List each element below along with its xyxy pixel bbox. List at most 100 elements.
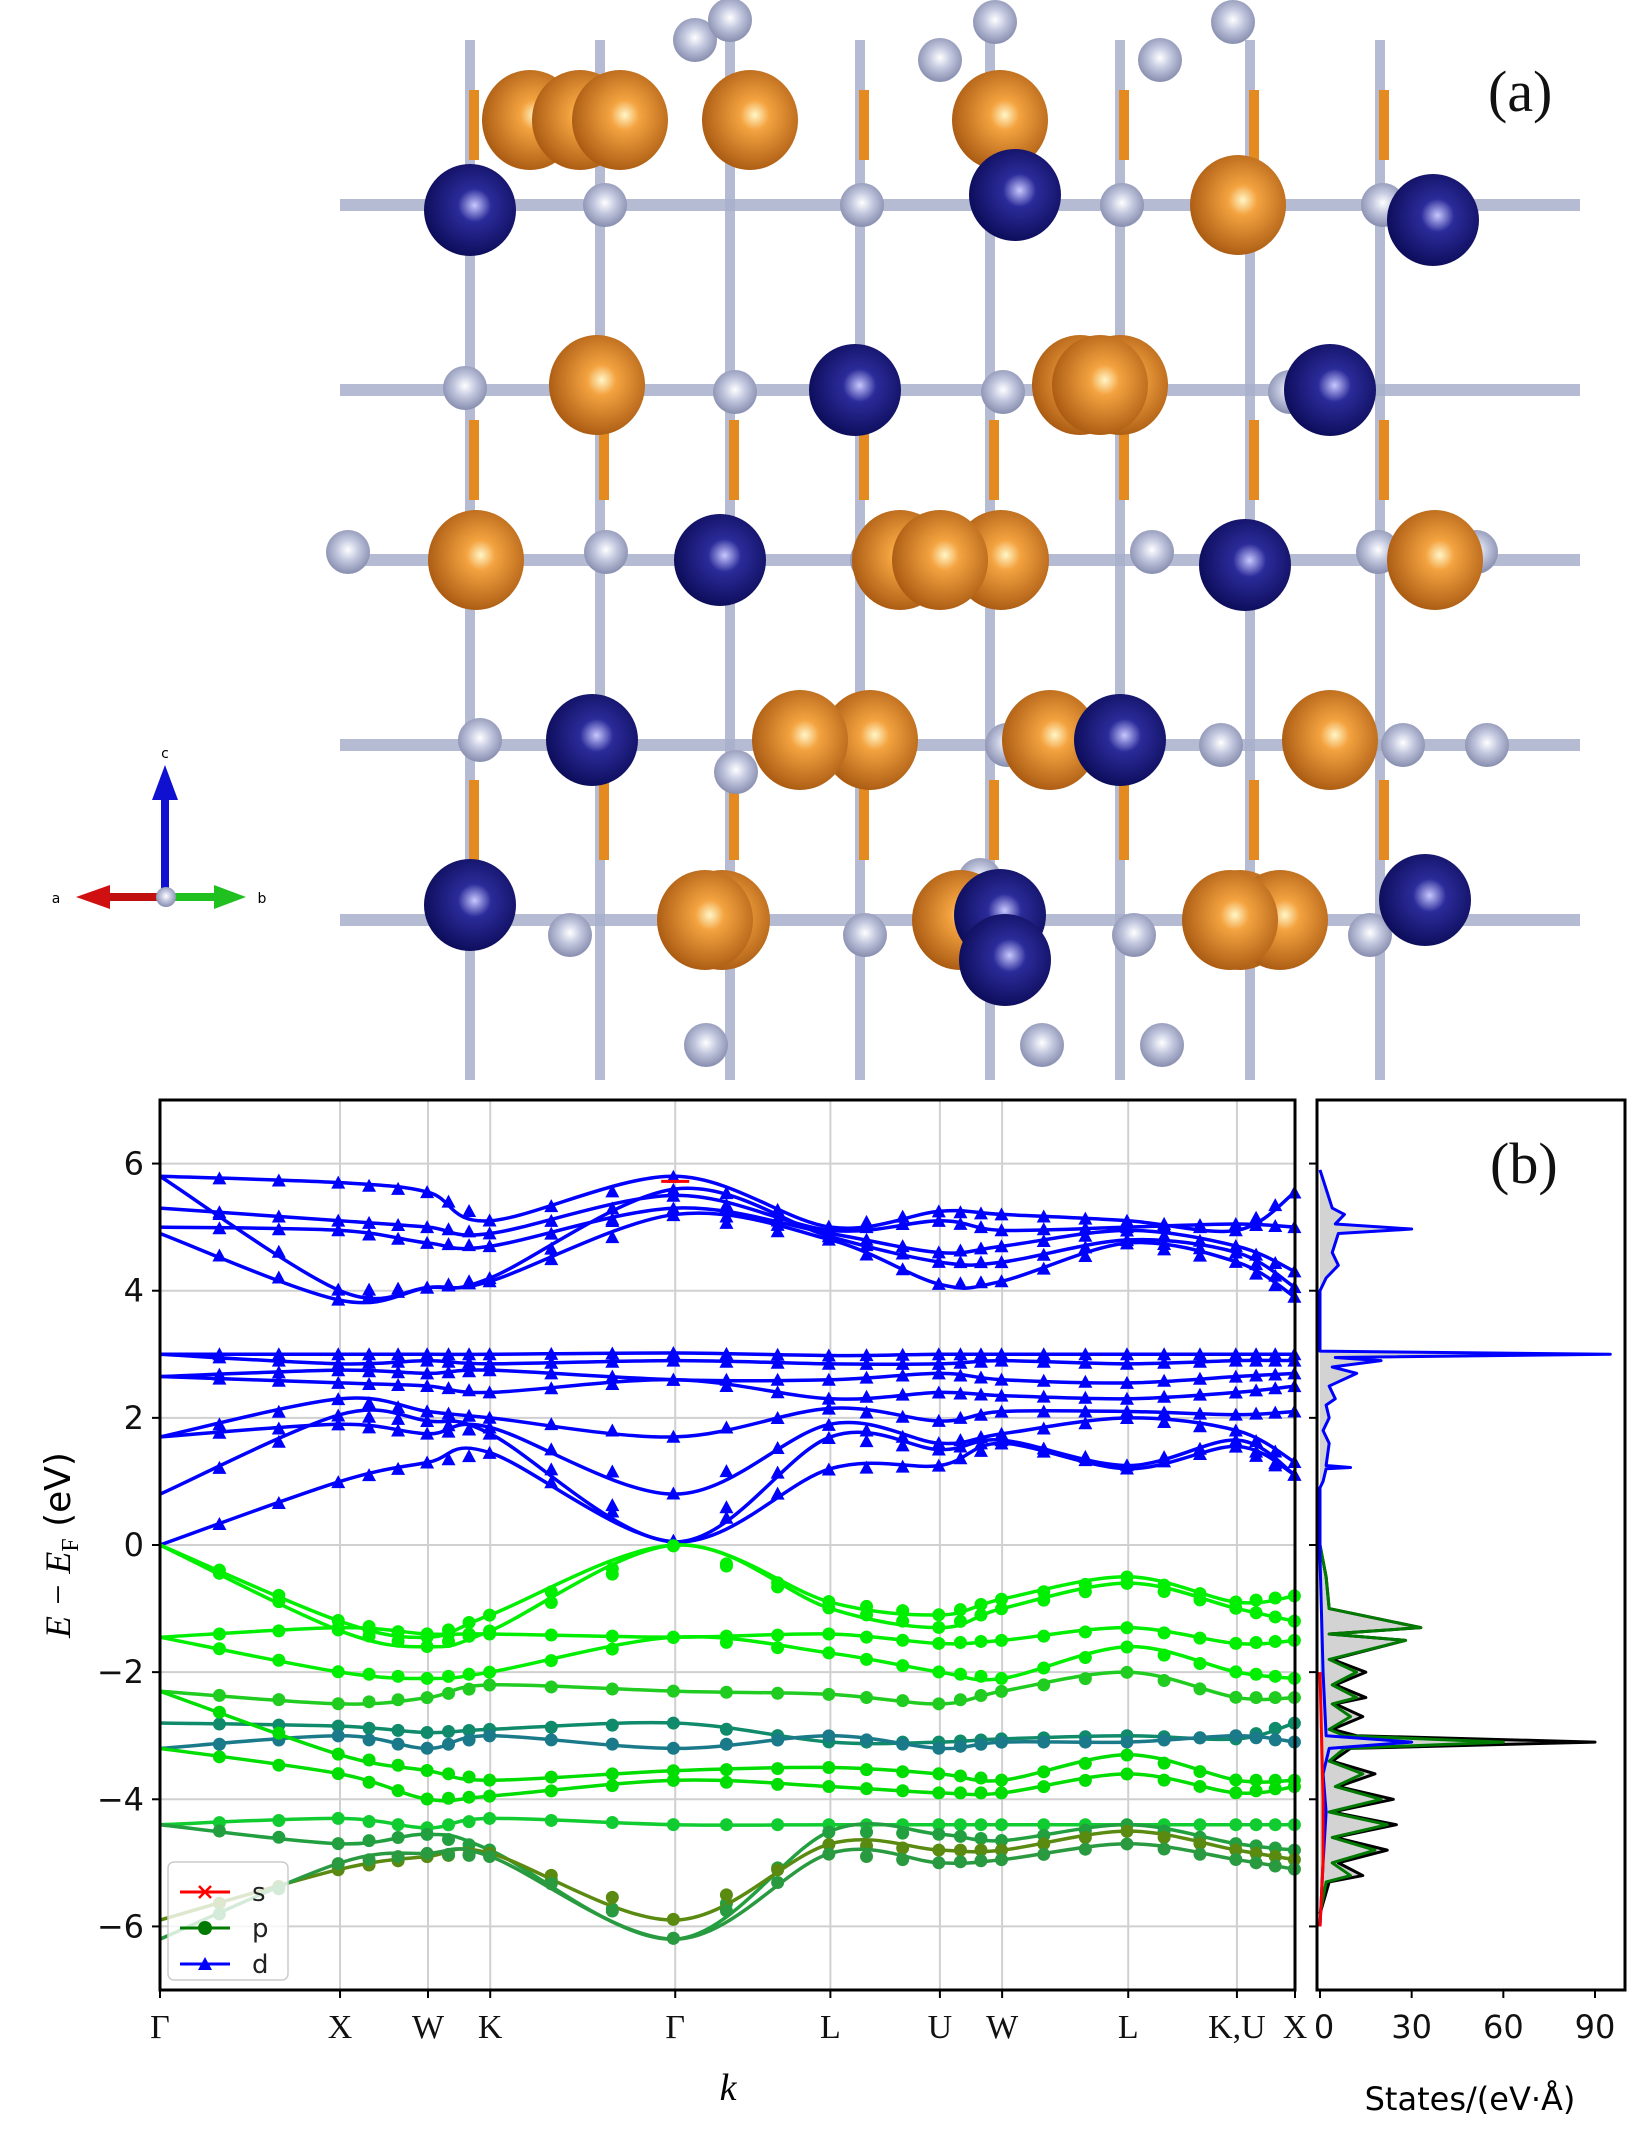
d-marker-icon	[1268, 1219, 1283, 1233]
d-marker-icon	[271, 1365, 286, 1379]
p-marker-icon	[462, 1627, 476, 1641]
ylabel-subscript: F	[58, 1538, 84, 1551]
p-marker-icon	[1157, 1585, 1171, 1599]
lattice-axes-indicator: c a b	[52, 746, 267, 909]
p-marker-icon	[932, 1786, 946, 1800]
p-marker-icon	[1120, 1767, 1134, 1781]
d-marker-icon	[331, 1347, 346, 1361]
p-marker-icon	[1268, 1721, 1282, 1735]
k-point-label: X	[328, 2009, 353, 2046]
p-marker-icon	[974, 1608, 988, 1622]
p-marker-icon	[1120, 1748, 1134, 1762]
d-marker-icon	[482, 1274, 497, 1288]
p-marker-icon	[1249, 1818, 1263, 1832]
d-marker-icon	[953, 1243, 968, 1257]
p-marker-icon	[462, 1770, 476, 1784]
d-marker-icon	[482, 1226, 497, 1240]
p-marker-icon	[544, 1784, 558, 1798]
p-marker-icon	[1037, 1593, 1051, 1607]
p-marker-icon	[953, 1603, 967, 1617]
d-marker-icon	[1157, 1405, 1172, 1419]
d-marker-icon	[1078, 1221, 1093, 1235]
d-marker-icon	[1228, 1216, 1243, 1230]
d-marker-icon	[391, 1365, 406, 1379]
p-marker-icon	[932, 1665, 946, 1679]
p-marker-icon	[953, 1614, 967, 1628]
d-marker-icon	[605, 1212, 620, 1226]
p-marker-icon	[896, 1694, 910, 1708]
p-marker-icon	[995, 1773, 1009, 1787]
d-marker-icon	[1192, 1371, 1207, 1385]
p-marker-icon	[995, 1633, 1009, 1647]
d-marker-icon	[953, 1216, 968, 1230]
p-marker-icon	[1120, 1576, 1134, 1590]
p-marker-icon	[974, 1737, 988, 1751]
p-marker-icon	[771, 1762, 785, 1776]
p-marker-icon	[1078, 1756, 1092, 1770]
p-marker-icon	[544, 1596, 558, 1610]
d-marker-icon	[1157, 1373, 1172, 1387]
d-marker-icon	[391, 1217, 406, 1231]
d-marker-icon	[1228, 1439, 1243, 1453]
p-marker-icon	[771, 1628, 785, 1642]
p-marker-icon	[771, 1777, 785, 1791]
d-marker-icon	[462, 1364, 477, 1378]
p-marker-icon	[420, 1846, 434, 1860]
d-marker-icon	[931, 1458, 946, 1472]
p-marker-icon	[391, 1693, 405, 1707]
d-marker-icon	[1078, 1416, 1093, 1430]
anion-atom	[1140, 1023, 1184, 1067]
anion-atom	[713, 370, 757, 414]
p-marker-icon	[932, 1636, 946, 1650]
d-marker-icon	[271, 1244, 286, 1258]
p-marker-icon	[974, 1669, 988, 1683]
p-marker-icon	[1249, 1773, 1263, 1787]
d-marker-icon	[420, 1404, 435, 1418]
p-marker-icon	[420, 1725, 434, 1739]
dos-x-tick-label: 30	[1391, 2008, 1432, 2046]
d-marker-icon	[931, 1204, 946, 1218]
p-marker-icon	[1249, 1846, 1263, 1860]
p-marker-icon	[860, 1782, 874, 1796]
d-marker-icon	[859, 1405, 874, 1419]
d-marker-icon	[719, 1500, 734, 1514]
p-marker-icon	[1229, 1665, 1243, 1679]
p-marker-icon	[1249, 1731, 1263, 1745]
p-marker-icon	[391, 1830, 405, 1844]
d-marker-icon	[362, 1347, 377, 1361]
p-marker-icon	[605, 1642, 619, 1656]
p-marker-icon	[331, 1621, 345, 1635]
p-marker-icon	[974, 1771, 988, 1785]
p-marker-icon	[953, 1769, 967, 1783]
d-marker-icon	[420, 1413, 435, 1427]
d-marker-icon	[362, 1468, 377, 1482]
d-marker-icon	[973, 1347, 988, 1361]
p-marker-icon	[1157, 1842, 1171, 1856]
cation-atom	[674, 514, 766, 606]
p-marker-icon	[666, 1912, 680, 1926]
p-marker-icon	[719, 1685, 733, 1699]
p-marker-icon	[483, 1627, 497, 1641]
d-marker-icon	[1036, 1247, 1051, 1261]
d-marker-icon	[1036, 1261, 1051, 1275]
p-marker-icon	[331, 1697, 345, 1711]
p-marker-icon	[953, 1635, 967, 1649]
anion-atom	[673, 18, 717, 62]
d-marker-icon	[859, 1460, 874, 1474]
d-marker-icon	[212, 1207, 227, 1221]
y-tick-label: 2	[124, 1399, 144, 1437]
p-marker-icon	[442, 1847, 456, 1861]
p-marker-icon	[544, 1720, 558, 1734]
d-marker-icon	[605, 1369, 620, 1383]
p-marker-icon	[462, 1848, 476, 1862]
p-marker-icon	[953, 1693, 967, 1707]
anion-atom	[918, 38, 962, 82]
d-marker-icon	[1192, 1406, 1207, 1420]
p-marker-icon	[362, 1667, 376, 1681]
p-marker-icon	[391, 1669, 405, 1683]
d-marker-icon	[420, 1220, 435, 1234]
cation-atom	[1284, 344, 1376, 436]
d-marker-icon	[362, 1227, 377, 1241]
d-marker-icon	[666, 1201, 681, 1215]
